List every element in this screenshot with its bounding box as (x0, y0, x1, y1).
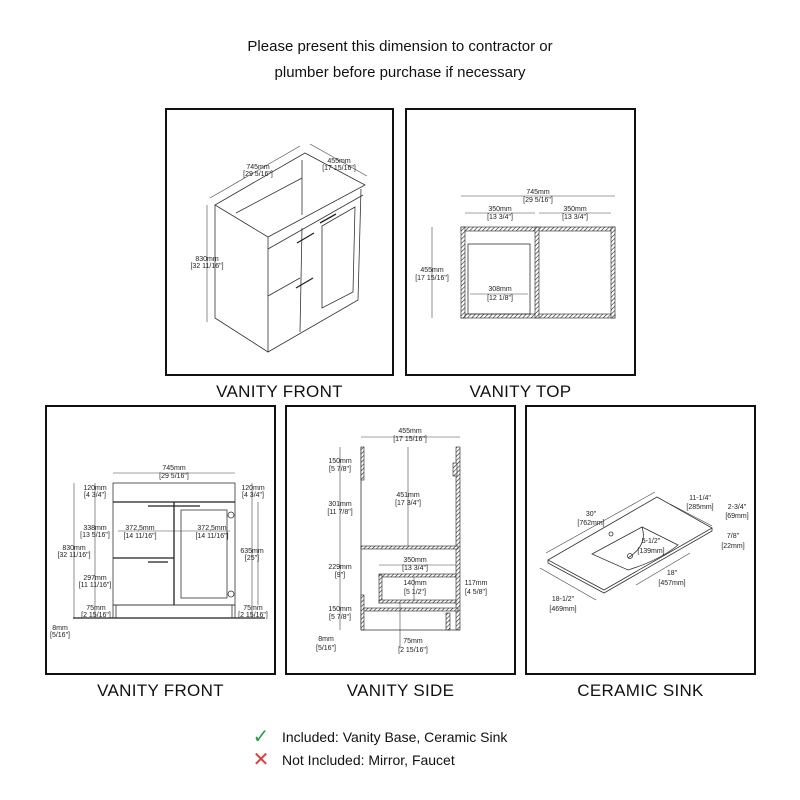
side-drawer-height-in: [5 1/2"] (404, 589, 426, 596)
caption-vanity-side: VANITY SIDE (346, 681, 455, 700)
instruction-line-2: plumber before purchase if necessary (274, 64, 526, 81)
front-base-left-mm: 75mm (86, 605, 106, 612)
side-117-mm: 117mm (465, 580, 488, 587)
iso-width-mm: 745mm (246, 164, 270, 171)
legend-included: ✓ Included: Vanity Base, Ceramic Sink (250, 726, 508, 748)
front-top-left-mm: 120mm (83, 485, 107, 492)
sink-bowl-depth-in: 5-1/2" (642, 538, 661, 545)
side-d-mm: 150mm (328, 606, 352, 613)
side-c-mm: 229mm (328, 564, 352, 571)
front-width-in: [29 5/16"] (159, 473, 189, 480)
sink-bowl-length-mm: [457mm] (658, 580, 685, 587)
top-inner-mm: 308mm (488, 286, 512, 293)
top-left-in: [13 3/4"] (487, 214, 513, 221)
side-d-in: [5 7/8"] (329, 614, 351, 621)
front-half-right-mm: 372,5mm (197, 525, 226, 532)
side-inner-in: [17 3/4"] (395, 500, 421, 507)
vanity-iso-drawing (206, 143, 368, 353)
sink-length-in: 30" (586, 511, 597, 518)
front-door-height-in: [25"] (245, 555, 259, 562)
top-inner-in: [12 1/8"] (487, 295, 513, 302)
caption-vanity-top: VANITY TOP (469, 382, 572, 401)
sink-thick-mm: [22mm] (721, 543, 744, 550)
front-half-left-in: [14 11/16"] (123, 533, 156, 540)
sink-thick-in: 7/8" (727, 533, 740, 540)
ceramic-sink-drawing (539, 491, 713, 601)
side-drawer-depth-in: [13 3/4"] (402, 565, 428, 572)
front-width-mm: 745mm (162, 465, 186, 472)
front-drawer1-mm: 338mm (83, 525, 107, 532)
front-top-left-in: [4 3/4"] (84, 492, 106, 499)
top-depth-in: [17 15/16"] (415, 275, 449, 282)
side-c-in: [9"] (335, 572, 345, 579)
side-a-mm: 150mm (328, 458, 352, 465)
front-height-mm: 830mm (62, 545, 86, 552)
sink-back-mm: [285mm] (686, 504, 713, 511)
x-icon: ✕ (252, 749, 270, 771)
side-kick-in: [2 15/16"] (398, 647, 428, 654)
vanity-top-drawing (431, 195, 616, 319)
legend-excluded: ✕ Not Included: Mirror, Faucet (250, 750, 455, 770)
panel-vanity-front-iso (165, 108, 394, 376)
side-drawer-depth-mm: 350mm (403, 557, 427, 564)
sink-length-mm: [762mm] (577, 520, 604, 527)
sink-bowl-length-in: 18" (667, 570, 678, 577)
sink-depth-mm: [469mm] (549, 606, 576, 613)
front-drawer1-in: [13 5/16"] (80, 532, 110, 539)
front-base-right-in: [2 15/16"] (238, 612, 268, 619)
iso-height-in: [32 11/16"] (190, 263, 223, 270)
top-left-mm: 350mm (488, 206, 512, 213)
side-a-in: [5 7/8"] (329, 466, 351, 473)
sink-depth-in: 18-1/2" (552, 596, 575, 603)
top-right-mm: 350mm (563, 206, 587, 213)
sink-lip-mm: [69mm] (725, 513, 748, 520)
caption-ceramic-sink: CERAMIC SINK (577, 681, 704, 700)
check-icon: ✓ (252, 726, 270, 748)
side-b-in: [11 7/8"] (327, 509, 352, 516)
front-base-right-mm: 75mm (243, 605, 263, 612)
caption-vanity-front-iso: VANITY FRONT (216, 382, 343, 401)
front-foot-in: [5/16"] (50, 632, 70, 639)
panel-vanity-top (405, 108, 636, 376)
sink-lip-in: 2-3/4" (728, 504, 747, 511)
side-117-in: [4 5/8"] (465, 589, 487, 596)
side-b-mm: 301mm (328, 501, 352, 508)
front-drawer2-in: [11 11/16"] (79, 582, 112, 589)
front-foot-mm: 8mm (52, 625, 68, 632)
iso-depth-in: [17 15/16"] (322, 165, 356, 172)
iso-height-mm: 830mm (195, 256, 219, 263)
included-text: Included: Vanity Base, Ceramic Sink (282, 729, 508, 745)
sink-back-in: 11-1/4" (689, 495, 711, 502)
front-height-in: [32 11/16"] (57, 552, 90, 559)
side-kick-mm: 75mm (403, 638, 423, 645)
sink-bowl-depth-mm: [139mm] (637, 548, 664, 555)
front-half-left-mm: 372,5mm (125, 525, 154, 532)
iso-width-in: [29 5/16"] (243, 171, 273, 178)
top-right-in: [13 3/4"] (562, 214, 588, 221)
vanity-side-drawing (339, 436, 461, 648)
instruction-line-1: Please present this dimension to contrac… (247, 38, 553, 55)
side-foot-in: [5/16"] (316, 645, 336, 652)
top-depth-mm: 455mm (420, 267, 444, 274)
front-top-right-mm: 120mm (241, 485, 265, 492)
vanity-front-drawing (73, 472, 265, 619)
side-inner-mm: 451mm (396, 492, 420, 499)
side-foot-mm: 8mm (318, 636, 334, 643)
front-half-right-in: [14 11/16"] (195, 533, 228, 540)
side-depth-mm: 455mm (398, 428, 422, 435)
front-top-right-in: [4 3/4"] (242, 492, 264, 499)
caption-vanity-front: VANITY FRONT (97, 681, 224, 700)
side-depth-in: [17 15/16"] (393, 436, 427, 443)
panel-vanity-front (45, 405, 276, 675)
side-drawer-height-mm: 140mm (403, 580, 427, 587)
front-door-height-mm: 635mm (240, 548, 264, 555)
front-base-left-in: [2 15/16"] (81, 612, 111, 619)
top-total-mm: 745mm (526, 189, 550, 196)
top-total-in: [29 5/16"] (523, 197, 553, 204)
excluded-text: Not Included: Mirror, Faucet (282, 752, 455, 768)
panel-ceramic-sink (525, 405, 756, 675)
front-drawer2-mm: 297mm (83, 575, 107, 582)
iso-depth-mm: 455mm (327, 158, 351, 165)
